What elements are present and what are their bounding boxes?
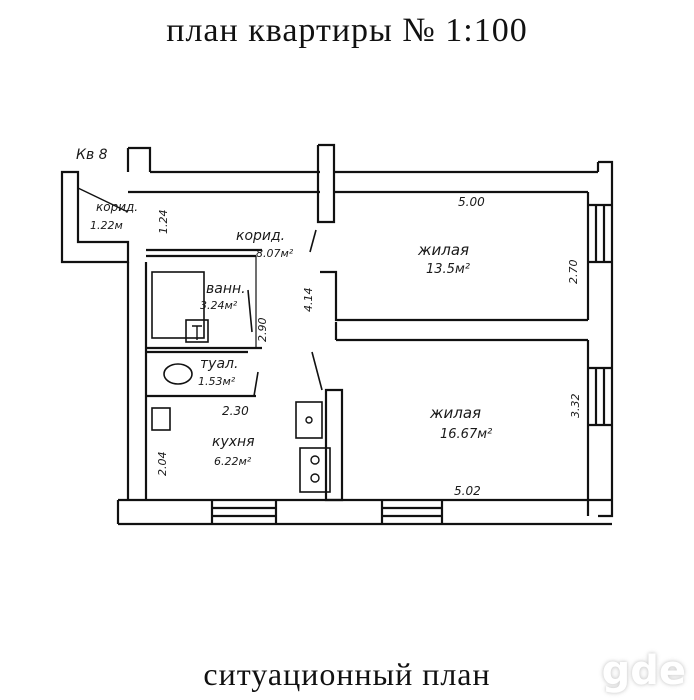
- toilet-name: туал.: [200, 356, 238, 372]
- dimension-label: 4.14: [302, 288, 315, 313]
- corridor-small-walls: [60, 170, 130, 264]
- door-corridor: [309, 229, 317, 253]
- bath-walls: [146, 248, 262, 350]
- bath-area: 3.24м²: [200, 299, 238, 312]
- dimension-label: 5.02: [454, 484, 481, 498]
- dimension-label: 2.90: [256, 318, 269, 343]
- window-bottom-right: [380, 500, 444, 524]
- kitchen-stove: [299, 447, 331, 493]
- window-bottom-left: [210, 500, 278, 524]
- living1-area: 13.5м²: [426, 262, 470, 277]
- dimension-label: 5.00: [458, 195, 485, 209]
- door-small-corridor: [77, 187, 129, 213]
- wall-kitchen-right: [324, 388, 344, 502]
- bath-name: ванн.: [206, 281, 246, 297]
- corridor-small-name: корид.: [96, 200, 138, 214]
- wall-bottom: [116, 498, 612, 526]
- footer-title: ситуационный план: [203, 656, 491, 692]
- watermark-logo: gde: [601, 648, 686, 694]
- kitchen-area: 6.22м²: [214, 455, 252, 468]
- wall-living-divider: [320, 270, 588, 342]
- apartment-label: Кв 8: [76, 147, 108, 163]
- sink-mark: [192, 325, 202, 340]
- corridor-small-area: 1.22м: [90, 219, 123, 232]
- toilet-door: [253, 371, 259, 397]
- corridor-main-name: корид.: [236, 228, 285, 244]
- living2-name: жилая: [429, 404, 481, 422]
- wall-top-stub-mid: [316, 143, 336, 224]
- toilet-bowl: [163, 363, 193, 385]
- dimension-label: 3.32: [569, 394, 582, 419]
- window-right-top: [588, 203, 612, 264]
- wall-top-stub-left: [126, 146, 152, 172]
- kitchen-cabinet: [151, 407, 171, 431]
- bath-door: [247, 289, 253, 333]
- page-title: план квартиры № 1:100: [166, 12, 528, 49]
- dimension-label: 2.70: [567, 260, 580, 285]
- dimension-label: 1.24: [157, 210, 170, 235]
- bathtub: [151, 271, 205, 339]
- wall-top: [150, 170, 598, 194]
- kitchen-name: кухня: [212, 434, 255, 450]
- wall-right: [586, 160, 614, 518]
- window-right-bottom: [588, 366, 612, 427]
- living2-area: 16.67м²: [440, 427, 492, 442]
- dimension-label: 2.30: [222, 404, 249, 418]
- wall-left: [126, 262, 148, 500]
- kitchen-sink: [295, 401, 323, 439]
- toilet-walls: [146, 350, 256, 398]
- door-kitchen: [311, 351, 323, 391]
- dimension-label: 2.04: [156, 452, 169, 477]
- toilet-area: 1.53м²: [198, 375, 236, 388]
- bath-sink: [185, 319, 209, 343]
- living1-name: жилая: [417, 241, 469, 259]
- corridor-main-area: 8.07м²: [256, 247, 294, 260]
